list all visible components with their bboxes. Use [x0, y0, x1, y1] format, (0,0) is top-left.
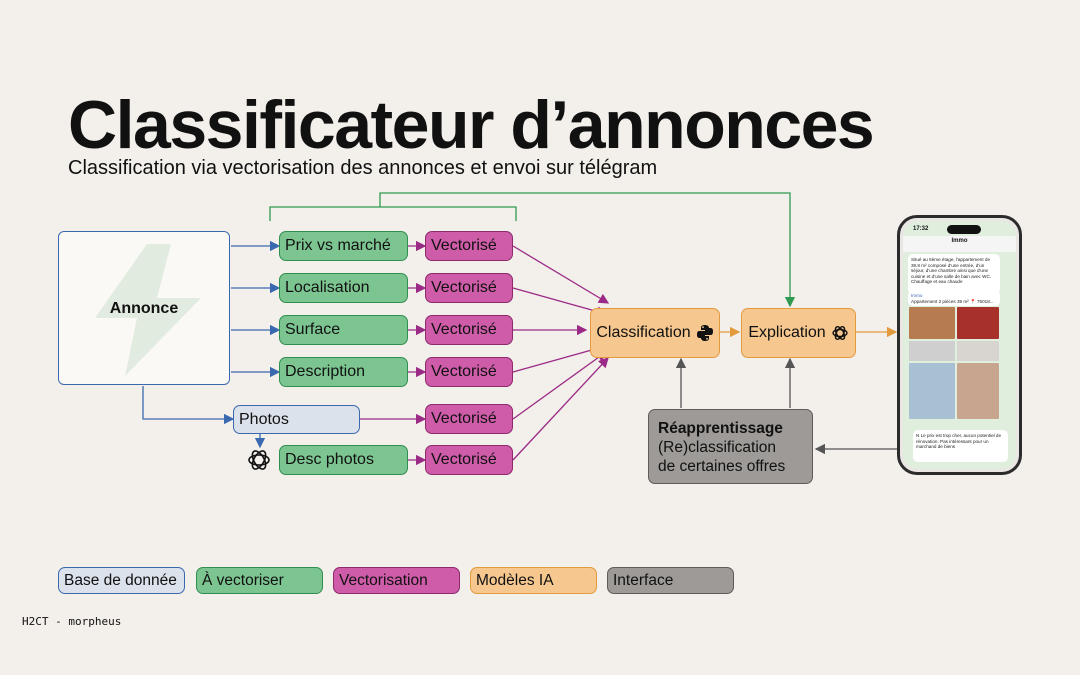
- reapprentissage-line1: (Re)classification: [658, 439, 777, 456]
- vectorise-node[interactable]: Vectorisé: [425, 445, 513, 475]
- reply-bubble: N Le prix est trop cher, aucun potentiel…: [913, 430, 1008, 462]
- explication-node[interactable]: Explication: [741, 308, 856, 358]
- listing-photo: [909, 341, 955, 361]
- page-title: Classificateur d’annonces: [68, 87, 875, 163]
- phone-screen: 17:32 Immo Situé au 5ème étage, l'appart…: [903, 221, 1016, 469]
- message-bubble: Situé au 5ème étage, l'appartement de 39…: [908, 254, 1000, 294]
- feature-photos-node[interactable]: Photos: [233, 405, 360, 434]
- listing-photo: [909, 363, 955, 419]
- feature-description-node[interactable]: Description: [279, 357, 408, 387]
- message-sender: Immo: [911, 293, 923, 298]
- listing-photo: [909, 307, 955, 339]
- legend-interface: Interface: [607, 567, 734, 594]
- feature-localisation-node[interactable]: Localisation: [279, 273, 408, 303]
- chat-name: Immo: [951, 238, 968, 244]
- reapprentissage-node[interactable]: Réapprentissage (Re)classification de ce…: [648, 409, 813, 484]
- reapprentissage-title: Réapprentissage: [658, 420, 783, 437]
- feature-desc-photos-node[interactable]: Desc photos: [279, 445, 408, 475]
- phone-time: 17:32: [913, 226, 929, 232]
- chat-header: [903, 236, 1016, 252]
- vectorise-node[interactable]: Vectorisé: [425, 231, 513, 261]
- vectorise-node[interactable]: Vectorisé: [425, 404, 513, 434]
- vectorise-node[interactable]: Vectorisé: [425, 315, 513, 345]
- vectorise-node[interactable]: Vectorisé: [425, 273, 513, 303]
- message-bubble: Immo Appartement 2 pièces 39 m² 📍 75018.…: [908, 290, 1000, 306]
- annonce-node[interactable]: Annonce: [58, 231, 230, 385]
- openai-icon: [248, 450, 270, 470]
- reapprentissage-line2: de certaines offres: [658, 458, 786, 475]
- listing-photo: [957, 307, 999, 339]
- explication-label: Explication: [748, 324, 826, 341]
- legend-a-vectoriser: À vectoriser: [196, 567, 323, 594]
- legend-modeles: Modèles IA: [470, 567, 597, 594]
- annonce-label: Annonce: [109, 300, 179, 317]
- python-icon: [696, 325, 713, 341]
- telegram-phone-mockup[interactable]: 17:32 Immo Situé au 5ème étage, l'appart…: [897, 215, 1022, 475]
- feature-prix-node[interactable]: Prix vs marché: [279, 231, 408, 261]
- footer-credit: H2CT - morpheus: [22, 615, 122, 628]
- listing-photo: [957, 363, 999, 419]
- classification-node[interactable]: Classification: [590, 308, 720, 358]
- openai-icon: [832, 326, 848, 340]
- classification-label: Classification: [596, 324, 691, 341]
- page-subtitle: Classification via vectorisation des ann…: [68, 157, 658, 179]
- vectorise-node[interactable]: Vectorisé: [425, 357, 513, 387]
- listing-photo: [957, 341, 999, 361]
- phone-notch: [947, 225, 981, 234]
- legend-vectorisation: Vectorisation: [333, 567, 460, 594]
- legend-base: Base de donnée: [58, 567, 185, 594]
- message-text: Appartement 2 pièces 39 m² 📍 75018...: [911, 298, 994, 304]
- lightning-icon: [95, 244, 201, 376]
- feature-surface-node[interactable]: Surface: [279, 315, 408, 345]
